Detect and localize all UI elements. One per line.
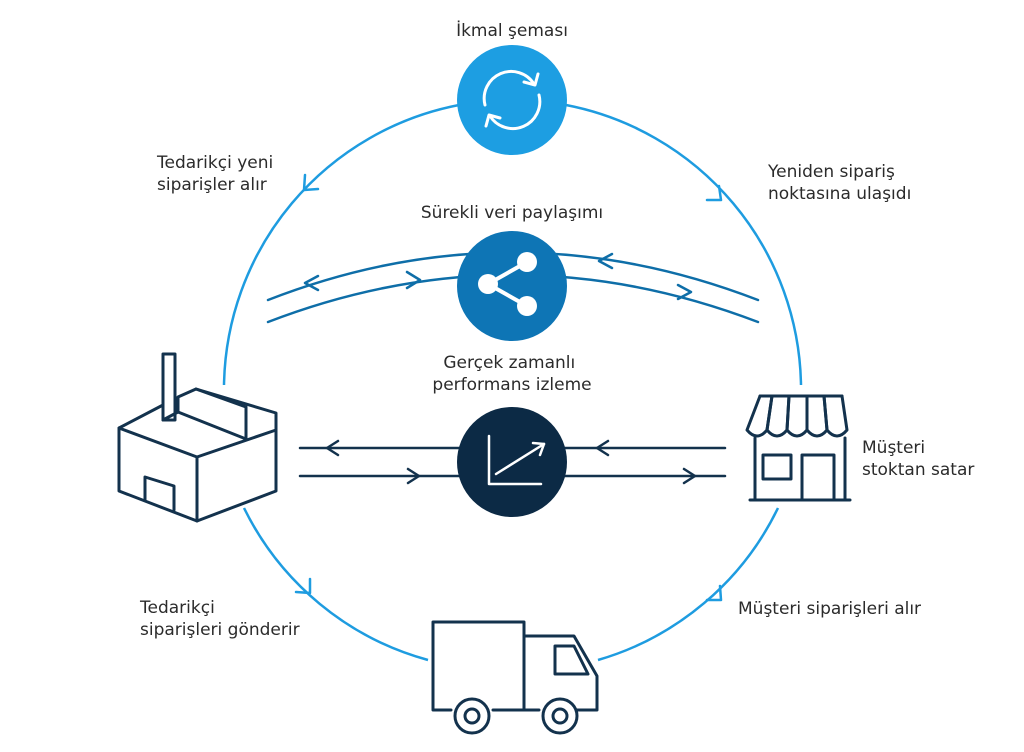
replenishment-title: İkmal şeması bbox=[456, 20, 568, 41]
cycle-arrows bbox=[294, 173, 723, 602]
cycle-arrow-upper-left bbox=[302, 173, 320, 192]
data-arrow-2 bbox=[405, 270, 422, 290]
labels: İkmal şeması Tedarikçi yeni siparişler a… bbox=[139, 20, 974, 640]
supplier-new-orders-label: Tedarikçi yeni siparişler alır bbox=[156, 153, 279, 195]
monitor-arrow-4 bbox=[682, 467, 697, 485]
realtime-monitoring-label: Gerçek zamanlı performans izleme bbox=[432, 353, 591, 395]
supplier-ships-label: Tedarikçi siparişleri gönderir bbox=[139, 598, 300, 640]
data-arrow-4 bbox=[676, 283, 693, 301]
cycle-arc-top-right bbox=[565, 103, 803, 386]
share-icon bbox=[478, 252, 537, 316]
cycle-arc-top-left bbox=[222, 103, 460, 386]
customer-receives-label: Müşteri siparişleri alır bbox=[738, 599, 921, 619]
cycle-arc-bottom-right bbox=[597, 507, 780, 662]
cycle-arrow-lower-right bbox=[705, 584, 723, 602]
factory-icon bbox=[117, 352, 278, 523]
monitor-circle bbox=[457, 407, 567, 517]
cycle-ring bbox=[222, 103, 803, 662]
reorder-point-label: Yeniden sipariş noktasına ulaşıdı bbox=[767, 162, 911, 204]
refill-circle bbox=[457, 45, 567, 155]
store-icon bbox=[745, 394, 852, 502]
trend-chart-icon bbox=[487, 434, 546, 486]
data-sharing-label: Sürekli veri paylaşımı bbox=[421, 203, 603, 223]
refill-node bbox=[457, 45, 567, 155]
share-node bbox=[457, 231, 567, 341]
cycle-arc-bottom-left bbox=[242, 507, 429, 662]
monitor-node bbox=[457, 407, 567, 517]
cycle-arrow-lower-left bbox=[294, 577, 312, 595]
truck-icon bbox=[431, 620, 599, 735]
customer-sells-label: Müşteri stoktan satar bbox=[862, 438, 974, 480]
monitor-arrow-2 bbox=[406, 467, 421, 485]
monitor-arrow-1 bbox=[325, 439, 340, 457]
monitor-arrow-3 bbox=[595, 439, 610, 457]
data-arrow-3 bbox=[597, 252, 614, 270]
share-circle bbox=[457, 231, 567, 341]
data-arrow-1 bbox=[303, 274, 320, 292]
refresh-icon bbox=[482, 70, 542, 130]
cycle-arrow-upper-right bbox=[705, 184, 723, 202]
